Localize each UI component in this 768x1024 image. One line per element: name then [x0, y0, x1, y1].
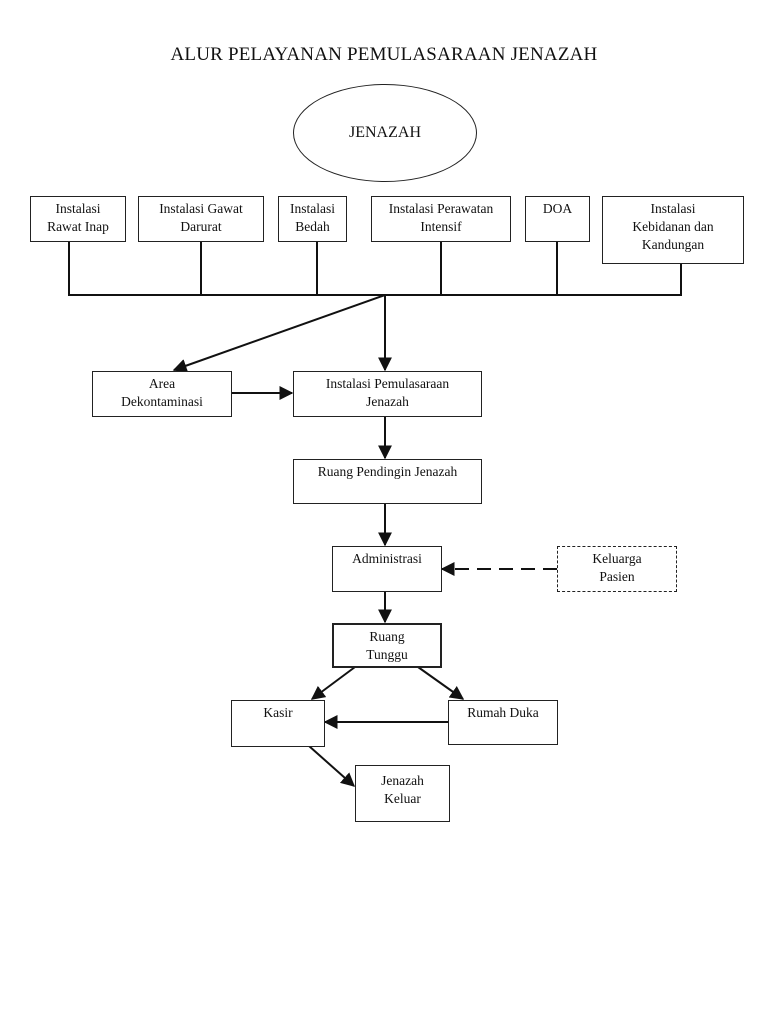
source-label: Instalasi Kebidanan dan Kandungan: [632, 201, 714, 252]
source-kebidanan: Instalasi Kebidanan dan Kandungan: [602, 196, 744, 264]
source-label: Instalasi Gawat Darurat: [159, 201, 243, 234]
node-instalasi-pemulasaraan: Instalasi Pemulasaraan Jenazah: [293, 371, 482, 417]
node-ruang-pendingin: Ruang Pendingin Jenazah: [293, 459, 482, 504]
source-bedah: Instalasi Bedah: [278, 196, 347, 242]
node-kasir: Kasir: [231, 700, 325, 747]
diagram-title: ALUR PELAYANAN PEMULASARAAN JENAZAH: [170, 44, 598, 65]
node-label: Instalasi Pemulasaraan Jenazah: [325, 376, 450, 409]
source-label: DOA: [542, 201, 573, 216]
node-label: Rumah Duka: [467, 705, 539, 720]
node-label: Ruang Pendingin Jenazah: [317, 464, 458, 479]
node-jenazah-keluar: Jenazah Keluar: [355, 765, 450, 822]
source-gawat-darurat: Instalasi Gawat Darurat: [138, 196, 264, 242]
source-label: Instalasi Rawat Inap: [47, 201, 109, 234]
node-label: Jenazah Keluar: [381, 773, 424, 806]
node-label: Kasir: [263, 705, 293, 720]
edge-ruang-tunggu-to-kasir: [310, 666, 356, 700]
source-label: Instalasi Perawatan Intensif: [388, 201, 494, 234]
source-label: Instalasi Bedah: [290, 201, 335, 234]
node-area-dekontaminasi: Area Dekontaminasi: [92, 371, 232, 417]
node-rumah-duka: Rumah Duka: [448, 700, 558, 745]
start-node-jenazah: JENAZAH: [293, 84, 477, 182]
source-perawatan-intensif: Instalasi Perawatan Intensif: [371, 196, 511, 242]
node-keluarga-pasien: Keluarga Pasien: [557, 546, 677, 592]
edge-bus-to-area-dekontaminasi: [172, 294, 386, 373]
source-doa: DOA: [525, 196, 590, 242]
start-node-label: JENAZAH: [349, 124, 421, 141]
source-rawat-inap: Instalasi Rawat Inap: [30, 196, 126, 242]
edge-kasir-to-jenazah-keluar: [308, 745, 356, 787]
node-label: Area Dekontaminasi: [121, 376, 203, 409]
node-label: Keluarga Pasien: [592, 551, 642, 584]
node-administrasi: Administrasi: [332, 546, 442, 592]
node-label: Ruang Tunggu: [366, 629, 408, 662]
node-ruang-tunggu: Ruang Tunggu: [332, 623, 442, 668]
node-label: Administrasi: [352, 551, 422, 566]
edge-ruang-tunggu-to-rumah-duka: [417, 666, 465, 700]
